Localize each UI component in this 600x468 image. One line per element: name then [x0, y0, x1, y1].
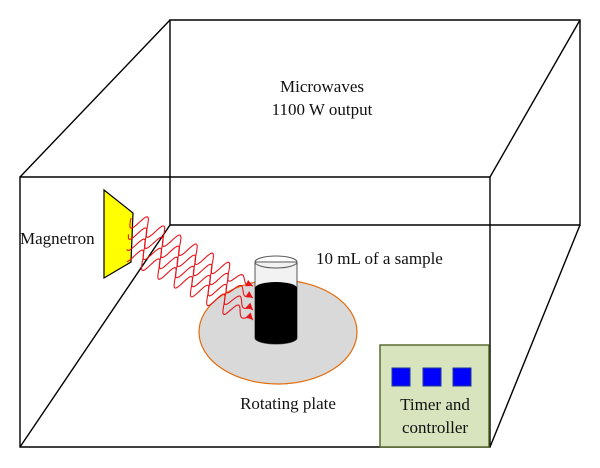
ray-arrowhead	[245, 302, 253, 310]
vial-rim	[254, 255, 298, 269]
back-face	[169, 19, 581, 226]
ray-arrowhead	[245, 279, 253, 287]
magnetron-label: Magnetron	[20, 229, 95, 248]
controller-button-1-icon[interactable]	[391, 367, 411, 387]
magnetron-shape	[103, 188, 134, 280]
timer-label-line1: Timer and	[400, 395, 470, 414]
microwave-rays	[126, 216, 254, 321]
microwaves-label-line2: 1100 W output	[272, 100, 373, 119]
controller-panel	[379, 344, 490, 448]
timer-label-line2: controller	[402, 418, 468, 437]
edge-bot-left	[19, 224, 171, 448]
edge-bot-right	[489, 224, 581, 448]
front-face	[19, 176, 491, 448]
microwave-ray	[127, 227, 254, 299]
microwave-ray	[129, 216, 254, 287]
edge-top-left	[19, 19, 171, 178]
plate-label: Rotating plate	[240, 394, 336, 413]
sample-vial	[254, 255, 298, 345]
ray-arrowhead	[245, 291, 253, 298]
microwave-ray	[126, 238, 254, 311]
controller-button-3-icon[interactable]	[452, 367, 472, 387]
timer-controller-panel: Timer and controller	[379, 344, 490, 448]
edge-top-right	[489, 19, 581, 178]
vial-liquid	[255, 282, 297, 344]
microwaves-label-line1: Microwaves	[280, 77, 364, 96]
wave-arrowheads	[245, 279, 253, 320]
sample-label: 10 mL of a sample	[316, 249, 443, 268]
microwave-ray	[126, 249, 254, 321]
ray-arrowhead	[245, 312, 253, 320]
controller-button-2-icon[interactable]	[422, 367, 442, 387]
oven-cabinet	[19, 19, 581, 448]
